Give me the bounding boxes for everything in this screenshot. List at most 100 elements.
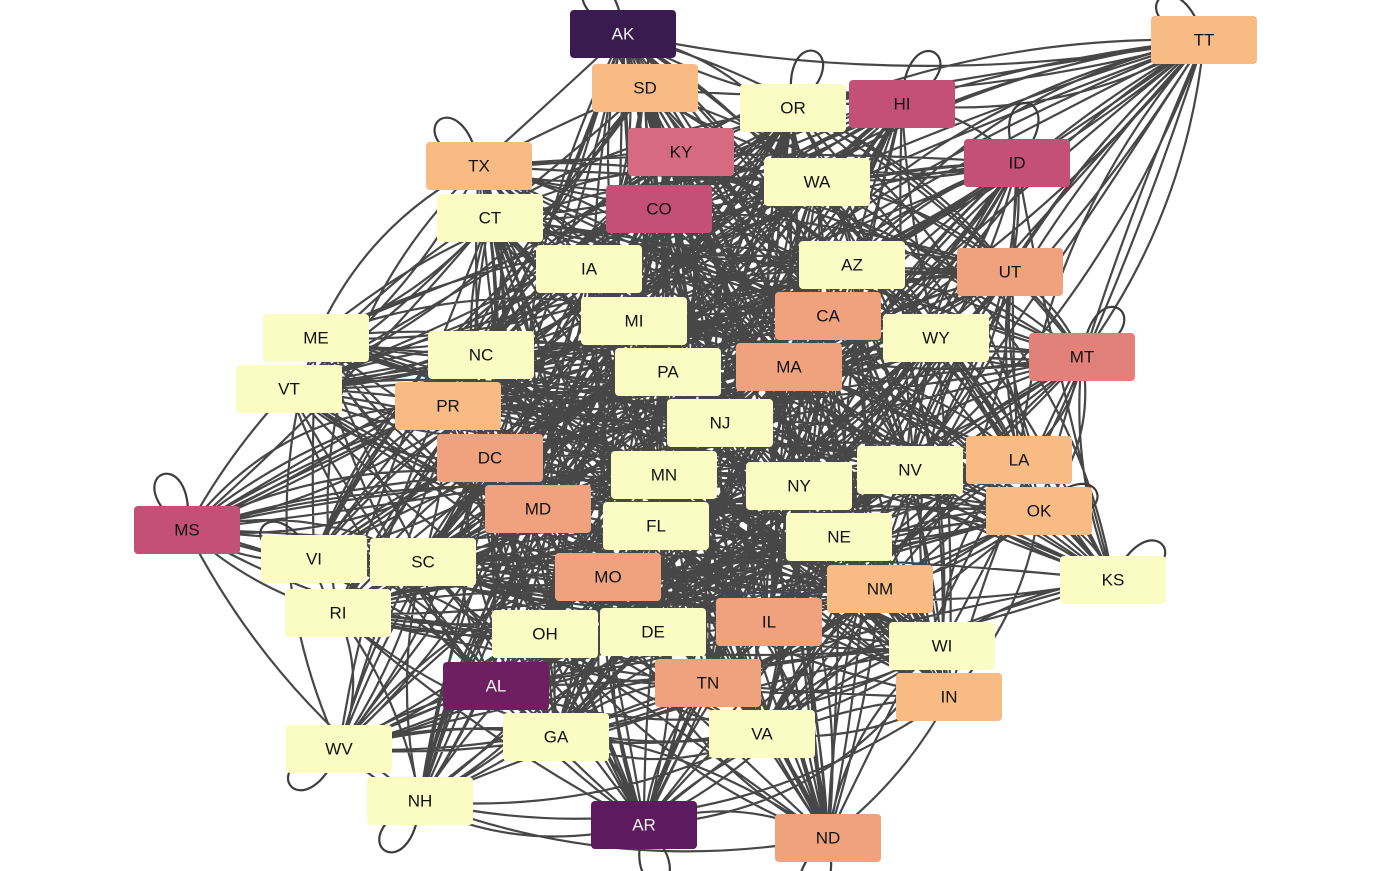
node-ut[interactable]: UT — [957, 248, 1063, 296]
node-box — [1060, 556, 1166, 604]
node-ma[interactable]: MA — [736, 343, 842, 391]
node-label: TT — [1194, 31, 1215, 50]
node-la[interactable]: LA — [966, 436, 1072, 484]
node-md[interactable]: MD — [485, 485, 591, 533]
node-label: MA — [776, 358, 802, 377]
node-ri[interactable]: RI — [285, 589, 391, 637]
node-id[interactable]: ID — [964, 139, 1070, 187]
node-label: CT — [479, 209, 502, 228]
node-box — [263, 314, 369, 362]
node-label: IN — [941, 688, 958, 707]
node-label: MT — [1070, 348, 1095, 367]
node-wv[interactable]: WV — [286, 725, 392, 773]
node-label: HI — [894, 95, 911, 114]
node-pa[interactable]: PA — [615, 348, 721, 396]
node-oh[interactable]: OH — [492, 610, 598, 658]
node-mi[interactable]: MI — [581, 297, 687, 345]
node-label: MI — [625, 312, 644, 331]
node-or[interactable]: OR — [740, 84, 846, 132]
node-ar[interactable]: AR — [591, 801, 697, 849]
node-label: IA — [581, 260, 598, 279]
node-box — [536, 245, 642, 293]
node-label: NV — [898, 461, 922, 480]
node-label: MO — [594, 568, 621, 587]
node-ky[interactable]: KY — [628, 128, 734, 176]
node-ga[interactable]: GA — [503, 713, 609, 761]
node-nd[interactable]: ND — [775, 814, 881, 862]
node-ct[interactable]: CT — [437, 194, 543, 242]
node-ak[interactable]: AK — [570, 10, 676, 58]
node-box — [1151, 16, 1257, 64]
node-box — [600, 608, 706, 656]
node-mt[interactable]: MT — [1029, 333, 1135, 381]
node-nm[interactable]: NM — [827, 565, 933, 613]
node-box — [370, 538, 476, 586]
node-box — [655, 659, 761, 707]
node-wy[interactable]: WY — [883, 314, 989, 362]
node-ms[interactable]: MS — [134, 506, 240, 554]
node-vi[interactable]: VI — [261, 535, 367, 583]
node-box — [286, 725, 392, 773]
node-label: KY — [670, 143, 693, 162]
node-nc[interactable]: NC — [428, 331, 534, 379]
node-mn[interactable]: MN — [611, 451, 717, 499]
node-ny[interactable]: NY — [746, 462, 852, 510]
node-label: PR — [436, 397, 460, 416]
node-box — [236, 365, 342, 413]
node-label: MN — [651, 466, 677, 485]
node-ne[interactable]: NE — [786, 513, 892, 561]
node-tx[interactable]: TX — [426, 142, 532, 190]
node-label: NH — [408, 792, 433, 811]
node-box — [615, 348, 721, 396]
node-mo[interactable]: MO — [555, 553, 661, 601]
node-wi[interactable]: WI — [889, 622, 995, 670]
node-ok[interactable]: OK — [986, 487, 1092, 535]
node-nh[interactable]: NH — [367, 777, 473, 825]
node-label: OK — [1027, 502, 1052, 521]
node-box — [857, 446, 963, 494]
node-box — [849, 80, 955, 128]
node-ks[interactable]: KS — [1060, 556, 1166, 604]
node-box — [611, 451, 717, 499]
node-label: DC — [478, 449, 503, 468]
node-label: AR — [632, 816, 656, 835]
node-va[interactable]: VA — [709, 710, 815, 758]
node-tt[interactable]: TT — [1151, 16, 1257, 64]
node-label: GA — [544, 728, 569, 747]
node-de[interactable]: DE — [600, 608, 706, 656]
node-az[interactable]: AZ — [799, 241, 905, 289]
node-fl[interactable]: FL — [603, 502, 709, 550]
node-sd[interactable]: SD — [592, 64, 698, 112]
node-label: FL — [646, 517, 666, 536]
node-in[interactable]: IN — [896, 673, 1002, 721]
node-nj[interactable]: NJ — [667, 399, 773, 447]
node-vt[interactable]: VT — [236, 365, 342, 413]
node-label: SD — [633, 79, 657, 98]
node-sc[interactable]: SC — [370, 538, 476, 586]
node-box — [503, 713, 609, 761]
node-label: PA — [657, 363, 679, 382]
node-label: UT — [999, 263, 1022, 282]
node-al[interactable]: AL — [443, 662, 549, 710]
node-box — [592, 64, 698, 112]
node-ca[interactable]: CA — [775, 292, 881, 340]
node-box — [883, 314, 989, 362]
node-label: MD — [525, 500, 551, 519]
node-label: NM — [867, 580, 893, 599]
node-wa[interactable]: WA — [764, 158, 870, 206]
node-label: OR — [780, 99, 806, 118]
node-hi[interactable]: HI — [849, 80, 955, 128]
node-tn[interactable]: TN — [655, 659, 761, 707]
node-il[interactable]: IL — [716, 598, 822, 646]
node-ia[interactable]: IA — [536, 245, 642, 293]
node-box — [426, 142, 532, 190]
node-nv[interactable]: NV — [857, 446, 963, 494]
node-co[interactable]: CO — [606, 185, 712, 233]
node-pr[interactable]: PR — [395, 382, 501, 430]
node-box — [966, 436, 1072, 484]
node-dc[interactable]: DC — [437, 434, 543, 482]
node-me[interactable]: ME — [263, 314, 369, 362]
node-box — [570, 10, 676, 58]
node-label: TN — [697, 674, 720, 693]
